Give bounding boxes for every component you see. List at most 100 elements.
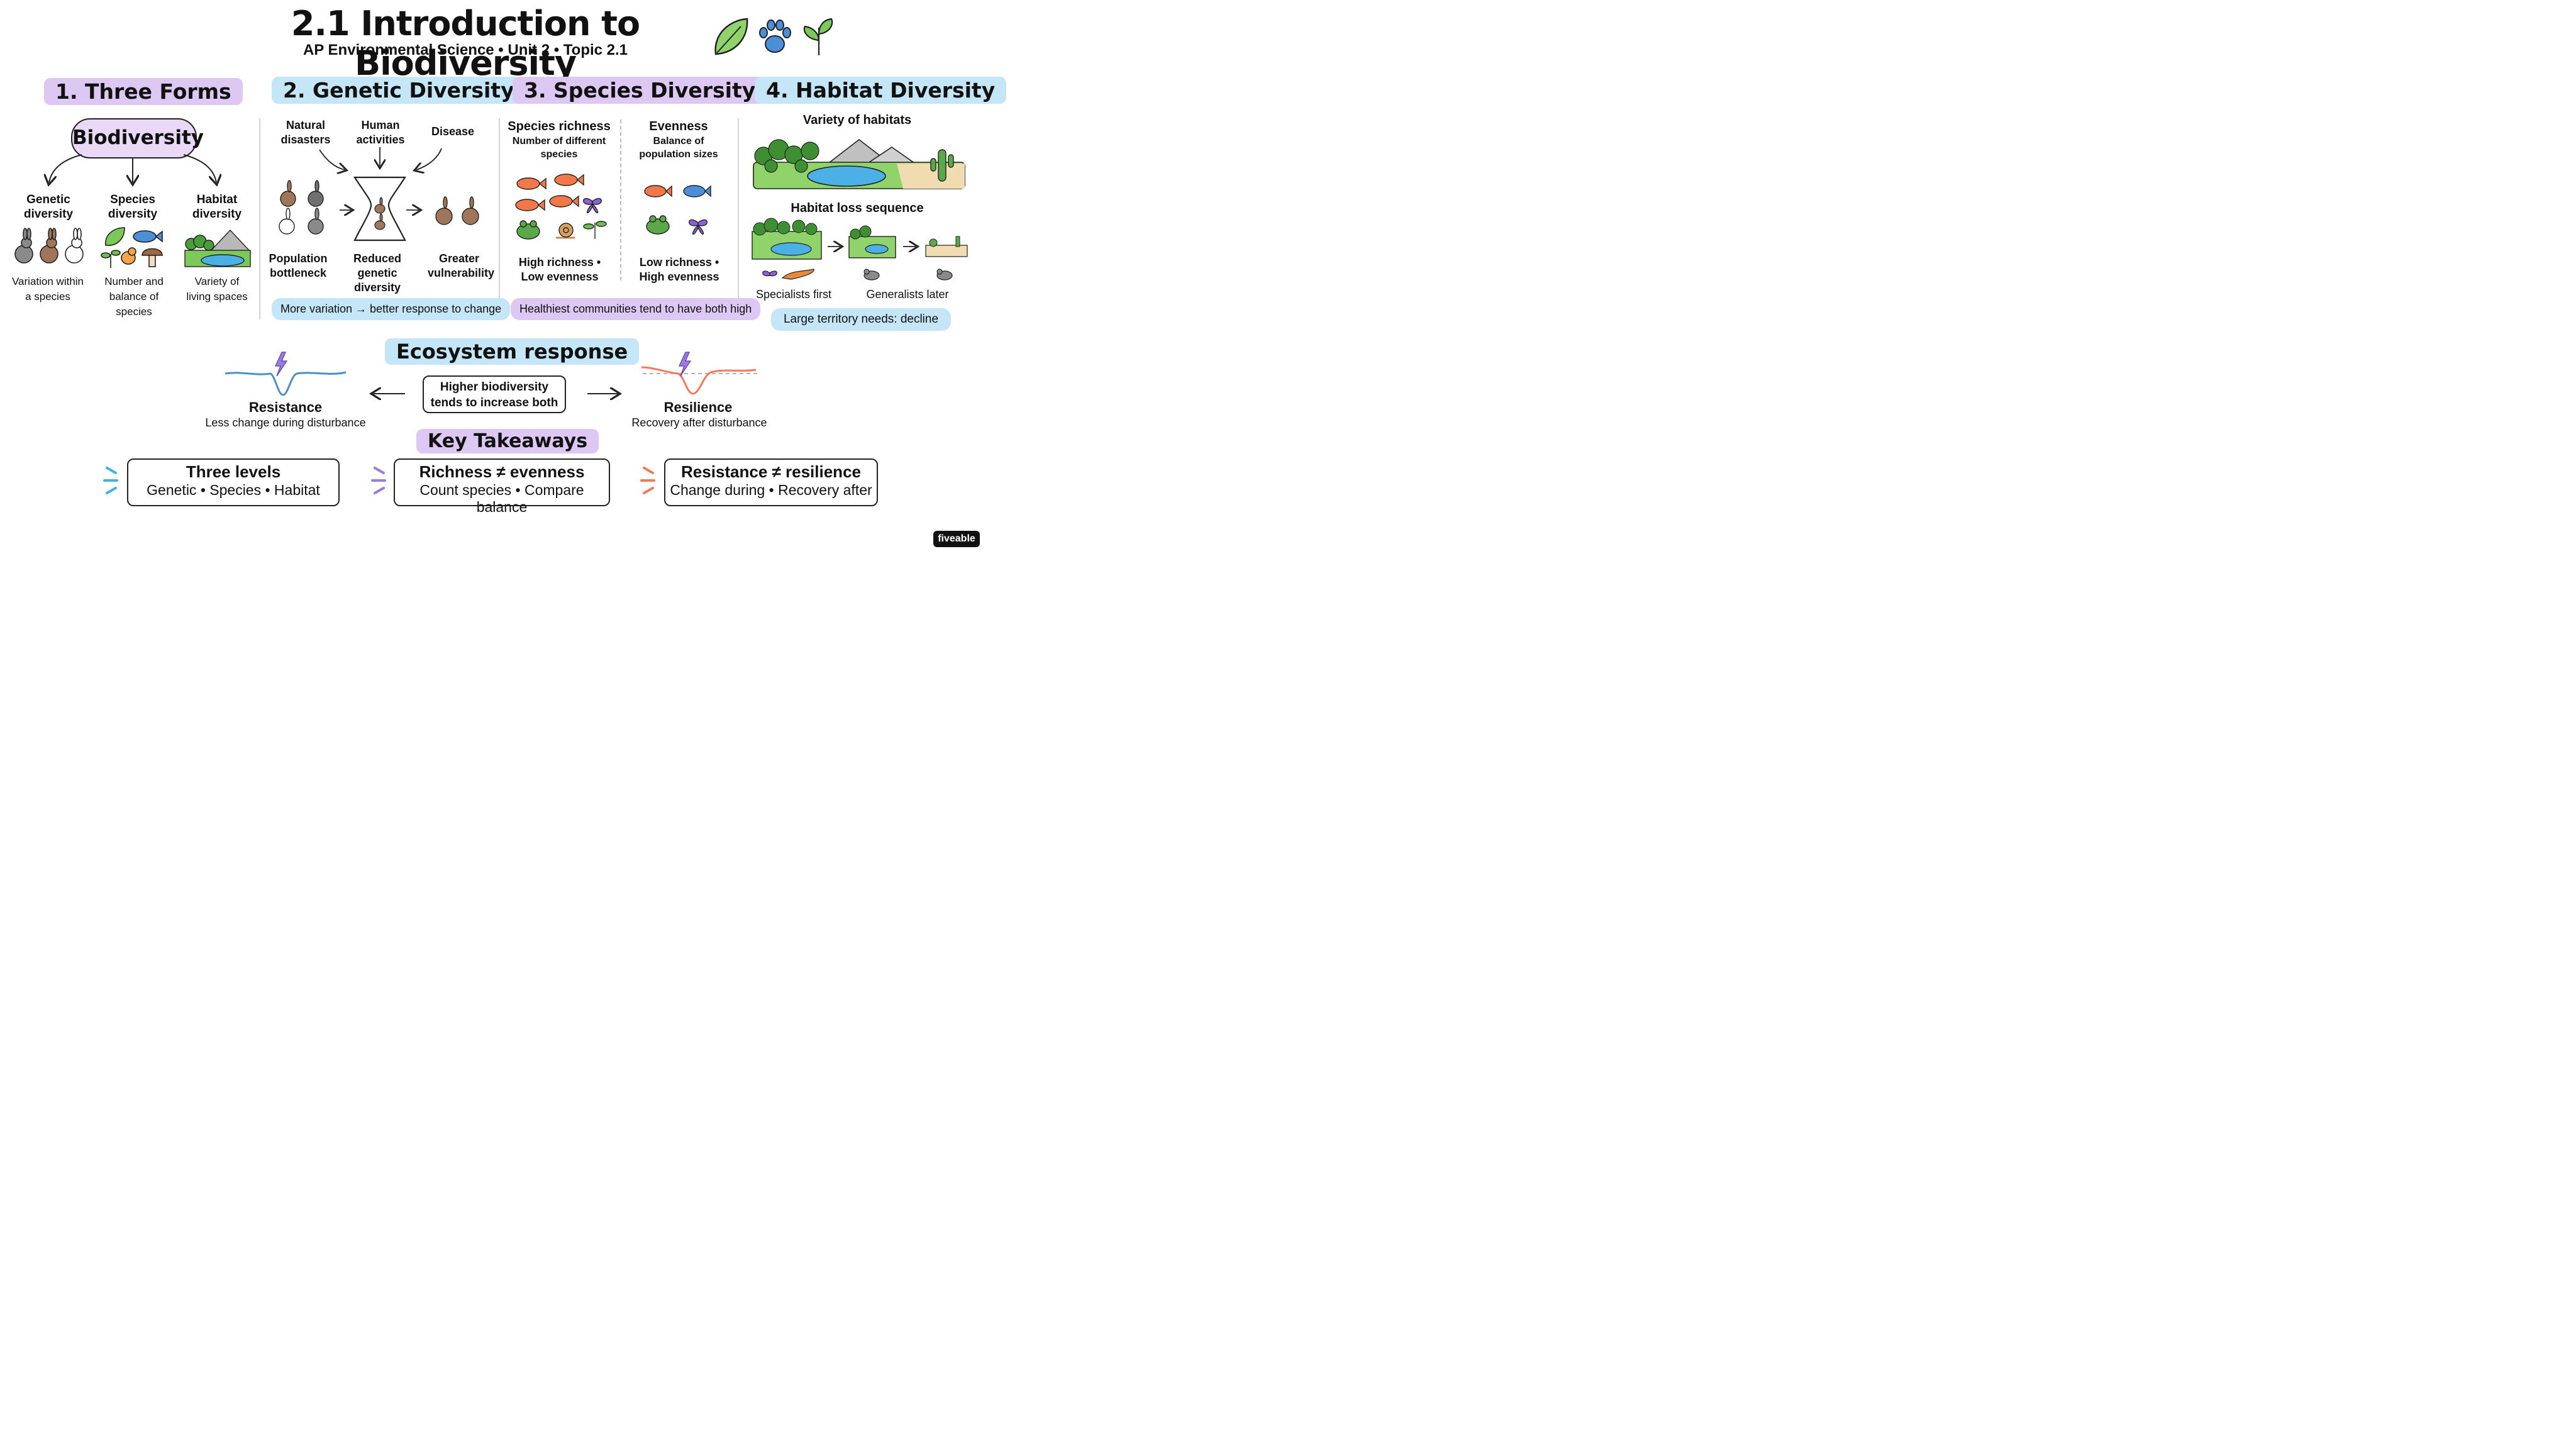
frog-icon — [646, 215, 670, 235]
sprout-icon — [803, 18, 833, 55]
rabbit-icon — [65, 228, 84, 264]
rabbit-icon — [374, 197, 386, 230]
header-icons — [714, 18, 833, 55]
fish-icon — [549, 195, 573, 208]
cactus-icon — [930, 149, 954, 182]
snail-icon — [555, 223, 575, 239]
divider — [258, 118, 260, 319]
species-diversity-label: Species diversity — [108, 192, 158, 221]
evenness-result: Low richness • High evenness — [639, 255, 719, 283]
habitat-diversity-desc: Variety of living spaces — [186, 275, 248, 303]
takeaway-card: Resistance ≠ resilience Change during • … — [663, 458, 878, 506]
resilience-desc: Recovery after disturbance — [631, 416, 767, 429]
ecosystem-response-heading: Ecosystem response — [384, 338, 640, 365]
accent-marks-icon — [103, 466, 118, 494]
rabbit-icon — [14, 228, 33, 264]
resistance-title: Resistance — [248, 399, 323, 415]
resistance-desc: Less change during disturbance — [205, 416, 366, 429]
section3-heading: 3. Species Diversity — [512, 76, 767, 104]
richness-evenness-divider — [619, 119, 621, 280]
variety-of-habitats-label: Variety of habitats — [802, 113, 912, 127]
takeaway-desc: Genetic • Species • Habitat — [147, 481, 320, 498]
mushroom-icon — [142, 248, 163, 267]
genetic-note: More variation → better response to chan… — [271, 297, 511, 320]
evenness-title: Evenness — [649, 119, 708, 133]
evenness-desc: Balance of population sizes — [639, 135, 718, 160]
lightning-icon — [275, 352, 288, 377]
section1-icons — [14, 227, 252, 268]
habitat-loss-title: Habitat loss sequence — [791, 201, 924, 215]
salamander-icon — [781, 269, 814, 280]
cause-human-activities: Human activities — [356, 118, 405, 146]
generalists-later-label: Generalists later — [866, 287, 949, 301]
mouse-icon — [936, 269, 953, 280]
accent-marks-icon — [640, 466, 655, 494]
rabbit-icon — [40, 228, 58, 264]
stage-greater-vulnerability: Greater vulnerability — [427, 252, 495, 279]
accent-marks-icon — [370, 466, 386, 494]
leaf-icon — [714, 18, 748, 55]
takeaway-desc: Change during • Recovery after — [670, 481, 872, 498]
fiveable-logo: fiveable — [933, 530, 980, 547]
butterfly-icon — [583, 197, 602, 214]
fish-icon — [554, 174, 578, 186]
resilience-graph — [641, 352, 757, 395]
habitat-loss-sequence — [752, 218, 968, 280]
butterfly-icon — [762, 270, 777, 277]
ecosystem-arrows — [370, 386, 621, 405]
resistance-graph — [225, 352, 347, 396]
resilience-title: Resilience — [663, 399, 733, 415]
species-diversity-desc: Number and balance of species — [104, 275, 164, 318]
fish-icon — [644, 185, 667, 197]
stage-reduced-genetic-diversity: Reduced genetic diversity — [353, 252, 402, 294]
genetic-diversity-label: Genetic diversity — [23, 192, 74, 221]
takeaway-desc: Count species • Compare balance — [419, 481, 584, 515]
habitat-scene-icon — [184, 229, 252, 267]
fish-icon — [683, 185, 706, 197]
section2-heading: 2. Genetic Diversity — [271, 76, 526, 104]
fish-icon — [516, 177, 540, 190]
divider — [498, 118, 500, 319]
plant-icon — [101, 250, 121, 268]
biodiversity-root: Biodiversity — [70, 118, 204, 158]
section1-heading: 1. Three Forms — [43, 77, 243, 105]
fish-icon — [133, 230, 163, 243]
richness-title: Species richness — [508, 119, 611, 133]
genetic-diversity-desc: Variation within a species — [11, 275, 84, 303]
mouse-icon — [863, 269, 880, 280]
takeaway-title: Richness ≠ evenness — [419, 462, 585, 481]
takeaway-card: Richness ≠ evenness Count species • Comp… — [393, 458, 610, 515]
paw-icon — [758, 19, 791, 53]
habitat-diversity-label: Habitat diversity — [192, 192, 242, 221]
lightning-icon — [679, 352, 692, 377]
fish-icon — [515, 199, 539, 211]
habitat-note: Large territory needs: decline — [770, 308, 951, 331]
bird-icon — [121, 247, 136, 265]
frog-icon — [516, 220, 540, 240]
takeaway-title: Resistance ≠ resilience — [680, 462, 861, 481]
branch-arrows — [38, 154, 226, 189]
takeaway-title: Three levels — [186, 462, 281, 481]
butterfly-icon — [689, 219, 708, 235]
divider — [737, 118, 739, 319]
species-note: Healthiest communities tend to have both… — [510, 297, 761, 320]
cause-natural-disasters: Natural disasters — [280, 118, 331, 146]
page-title: 2.1 Introduction to Biodiversity — [291, 3, 640, 83]
bottleneck-diagram — [279, 147, 479, 242]
page-subtitle: AP Environmental Science • Unit 2 • Topi… — [303, 41, 628, 58]
key-takeaways-heading: Key Takeaways — [416, 428, 599, 453]
cause-disease: Disease — [431, 125, 475, 138]
richness-desc: Number of different species — [512, 135, 606, 160]
species-comparison-icons — [515, 174, 711, 240]
habitat-landscape — [753, 138, 965, 189]
leaf-icon — [105, 227, 125, 246]
page: 2.1 Introduction to Biodiversity AP Envi… — [0, 0, 1007, 552]
biodiversity-effect-box: Higher biodiversity tends to increase bo… — [422, 375, 566, 413]
section4-heading: 4. Habitat Diversity — [754, 76, 1007, 104]
infographic: 2.1 Introduction to Biodiversity AP Envi… — [0, 0, 1007, 552]
stage-population-bottleneck: Population bottleneck — [269, 252, 328, 279]
richness-result: High richness • Low evenness — [518, 255, 601, 283]
specialists-first-label: Specialists first — [755, 287, 832, 301]
takeaway-card: Three levels Genetic • Species • Habitat — [126, 458, 340, 506]
plant-icon — [583, 221, 607, 239]
